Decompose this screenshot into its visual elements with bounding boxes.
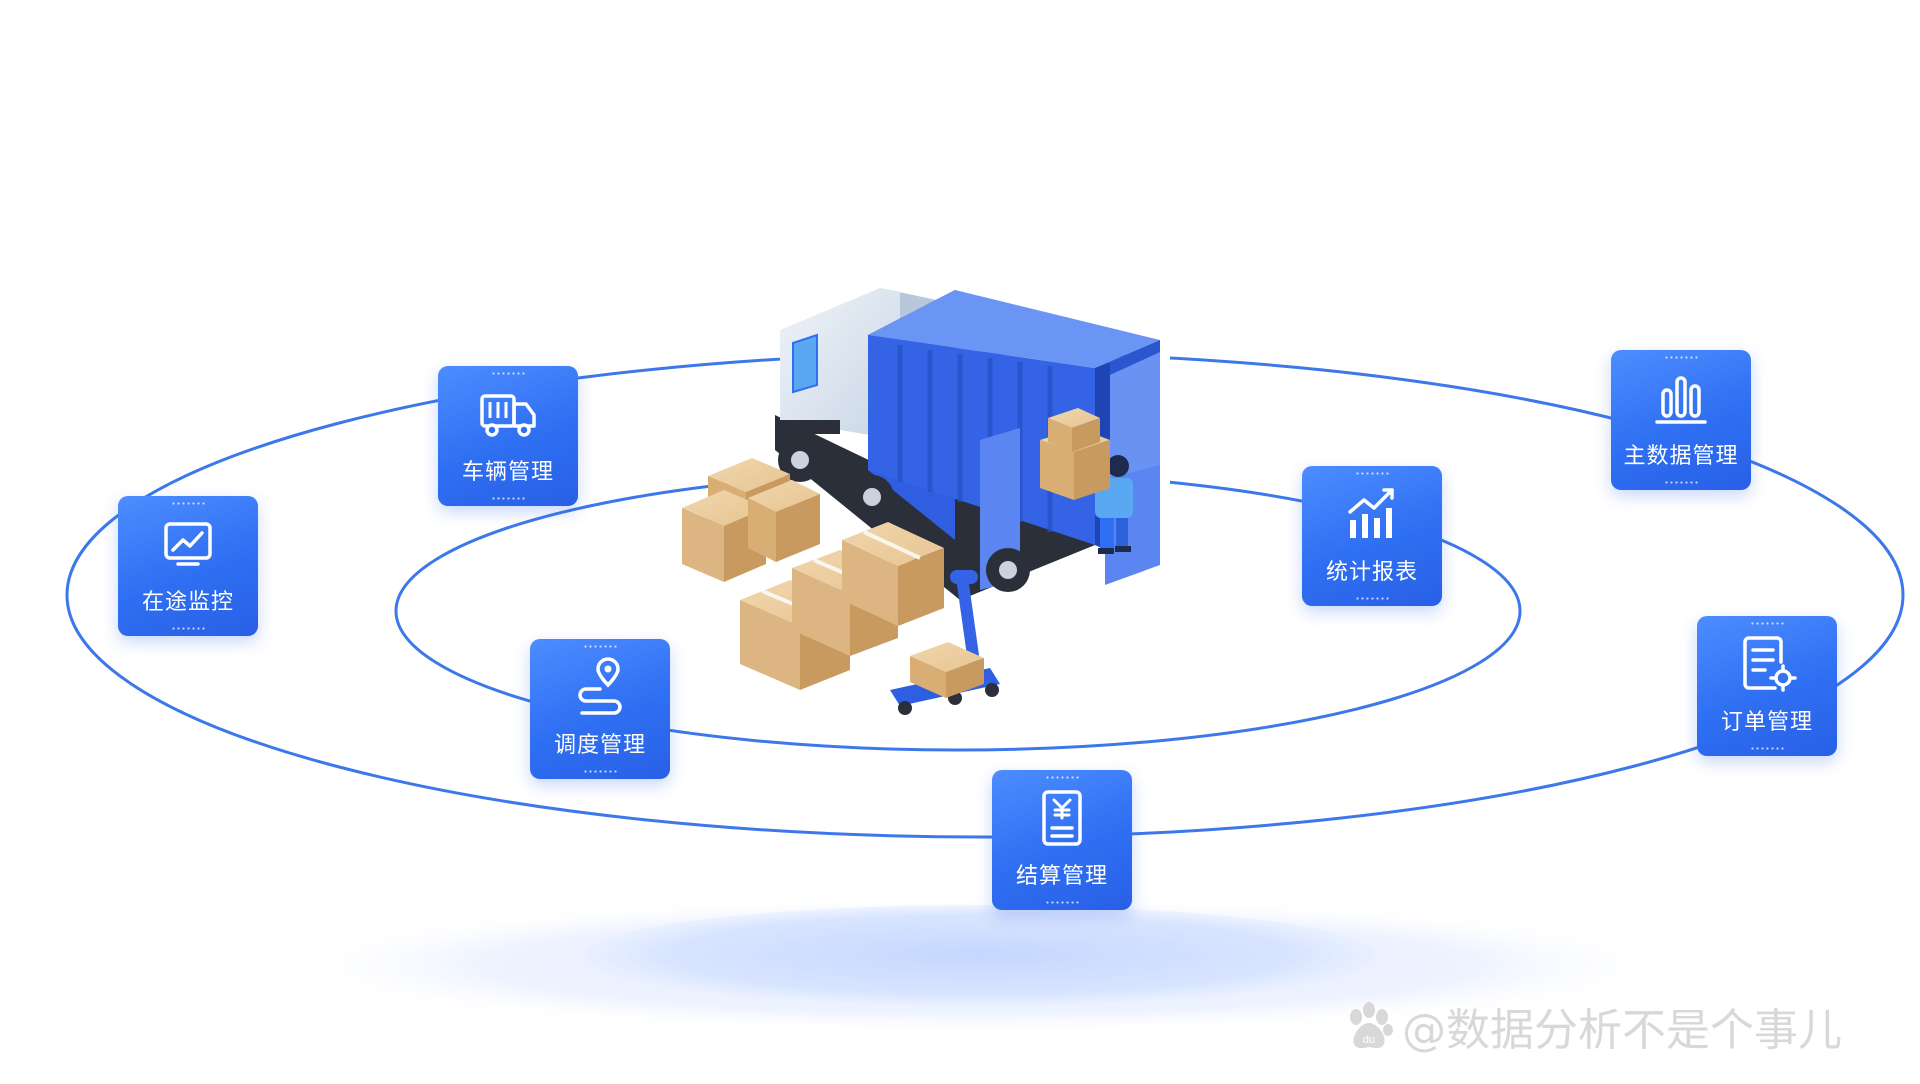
- bar-chart-trend-icon: [1348, 488, 1394, 538]
- watermark-text: @数据分析不是个事儿: [1402, 1005, 1842, 1056]
- truck-icon: [480, 394, 536, 437]
- bar-chart-icon: [1655, 376, 1707, 424]
- module-label-vehicle: 车辆管理: [461, 460, 554, 485]
- module-label-settle: 结算管理: [1015, 864, 1108, 889]
- module-label-dispatch: 调度管理: [553, 733, 646, 758]
- yuan-receipt-icon: [1042, 790, 1082, 846]
- document-gear-icon: [1743, 636, 1797, 692]
- module-settlement-management[interactable]: 结算管理: [992, 770, 1132, 910]
- module-in-transit-monitor[interactable]: 在途监控: [118, 496, 258, 636]
- route-pin-icon: [578, 657, 622, 715]
- module-dispatch-management[interactable]: 调度管理: [530, 639, 670, 779]
- module-label-monitor: 在途监控: [141, 590, 234, 615]
- module-statistics-report[interactable]: 统计报表: [1302, 466, 1442, 606]
- baidu-paw-logo-icon: du: [1350, 1002, 1393, 1049]
- module-label-order: 订单管理: [1720, 710, 1813, 735]
- module-label-master: 主数据管理: [1623, 444, 1739, 469]
- cardboard-boxes: [682, 458, 944, 690]
- floor-glow-inner: [585, 905, 1375, 1005]
- watermark: du @数据分析不是个事儿: [1342, 996, 1842, 1056]
- truck-illustration: [775, 288, 1160, 600]
- module-vehicle-management[interactable]: 车辆管理: [438, 366, 578, 506]
- svg-text:du: du: [1363, 1034, 1375, 1046]
- pallet-jack: [890, 570, 1000, 715]
- worker-figure: [1040, 408, 1133, 554]
- line-chart-monitor-icon: [164, 522, 212, 566]
- module-master-data-management[interactable]: 主数据管理: [1611, 350, 1751, 490]
- module-label-stats: 统计报表: [1325, 560, 1418, 585]
- module-order-management[interactable]: 订单管理: [1697, 616, 1837, 756]
